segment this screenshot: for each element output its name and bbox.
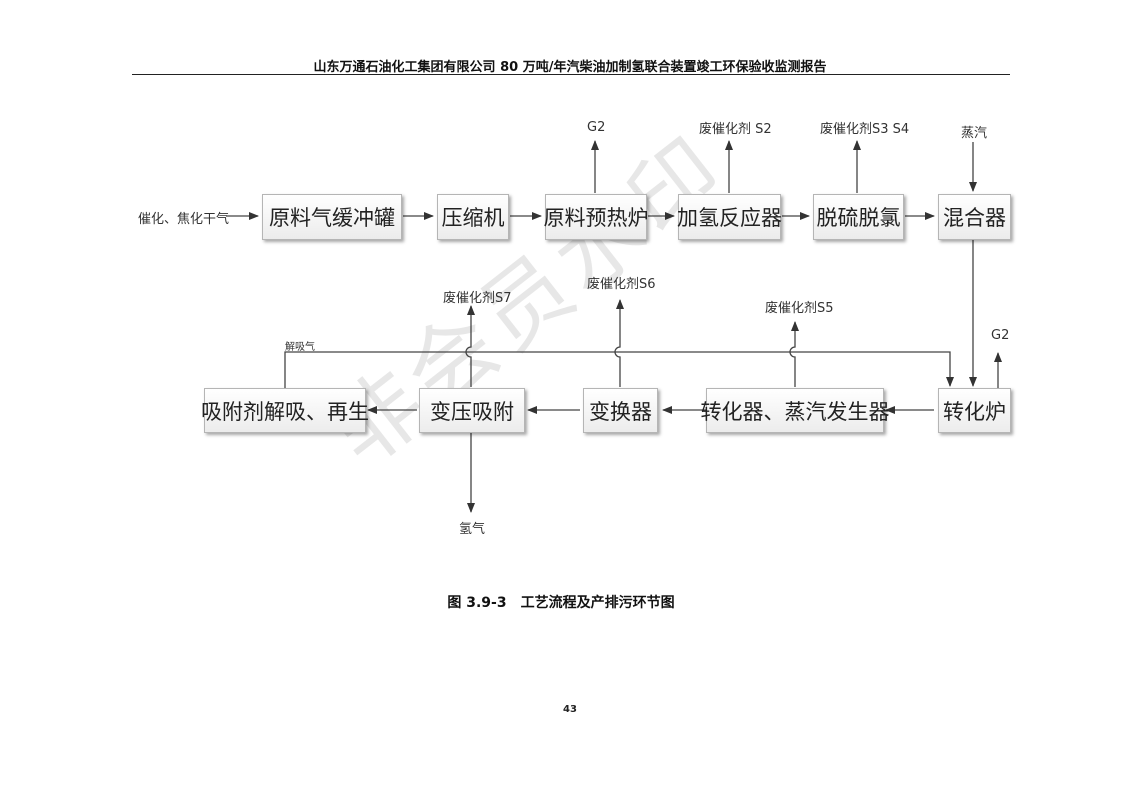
- label-desorb-gas: 解吸气: [285, 342, 315, 353]
- box-shift-converter: 变换器: [583, 388, 658, 433]
- label-s3s4: 废催化剂S3 S4: [820, 122, 910, 137]
- arrow-s6-up: [614, 299, 624, 387]
- label-g2-right: G2: [991, 328, 1010, 343]
- box-buffer-tank: 原料气缓冲罐: [262, 194, 402, 240]
- line-desorb-gas: [284, 351, 954, 388]
- label-steam: 蒸汽: [961, 126, 988, 141]
- figure-caption: 图 3.9-3 工艺流程及产排污环节图: [447, 595, 675, 611]
- box-psa: 变压吸附: [419, 388, 525, 433]
- box-regeneration: 吸附剂解吸、再生: [201, 388, 369, 433]
- box-hydro-reactor: 加氢反应器: [677, 194, 782, 240]
- header-divider: [132, 74, 1010, 75]
- label-s5: 废催化剂S5: [765, 301, 834, 316]
- box-preheat-furnace: 原料预热炉: [544, 194, 649, 240]
- label-s7: 废催化剂S7: [443, 291, 512, 306]
- label-s2: 废催化剂 S2: [699, 122, 772, 137]
- arrow-s5-up: [789, 321, 799, 387]
- label-s6: 废催化剂S6: [587, 277, 656, 292]
- label-g2-top: G2: [587, 120, 606, 135]
- report-header: 山东万通石油化工集团有限公司 80 万吨/年汽柴油加制氢联合装置竣工环保验收监测…: [313, 60, 827, 75]
- box-compressor: 压缩机: [437, 194, 509, 240]
- box-desulfurization: 脱硫脱氯: [813, 194, 904, 240]
- box-converter-steam: 转化器、蒸汽发生器: [701, 388, 890, 433]
- label-feed: 催化、焦化干气: [138, 212, 230, 227]
- box-mixer: 混合器: [938, 194, 1011, 240]
- page-number: 43: [563, 704, 577, 715]
- label-hydrogen: 氢气: [459, 522, 486, 537]
- arrow-s7-up: [465, 305, 475, 387]
- box-reformer: 转化炉: [938, 388, 1011, 433]
